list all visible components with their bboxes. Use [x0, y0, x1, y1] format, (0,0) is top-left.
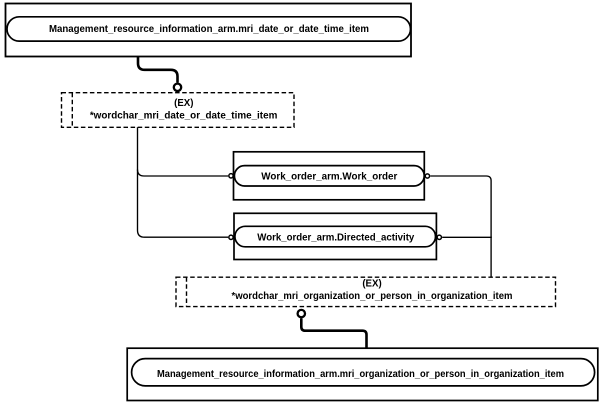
svg-text:(EX): (EX)	[362, 279, 381, 290]
svg-text:Management_resource_informatio: Management_resource_information_arm.mri_…	[157, 369, 564, 380]
svg-text:*wordchar_mri_organization_or_: *wordchar_mri_organization_or_person_in_…	[232, 291, 513, 302]
svg-text:Work_order_arm.Directed_activi: Work_order_arm.Directed_activity	[257, 233, 415, 244]
svg-text:Management_resource_informatio: Management_resource_information_arm.mri_…	[49, 24, 369, 35]
svg-text:(EX): (EX)	[174, 98, 193, 109]
svg-text:Work_order_arm.Work_order: Work_order_arm.Work_order	[261, 171, 397, 182]
svg-text:*wordchar_mri_date_or_date_tim: *wordchar_mri_date_or_date_time_item	[90, 110, 278, 121]
